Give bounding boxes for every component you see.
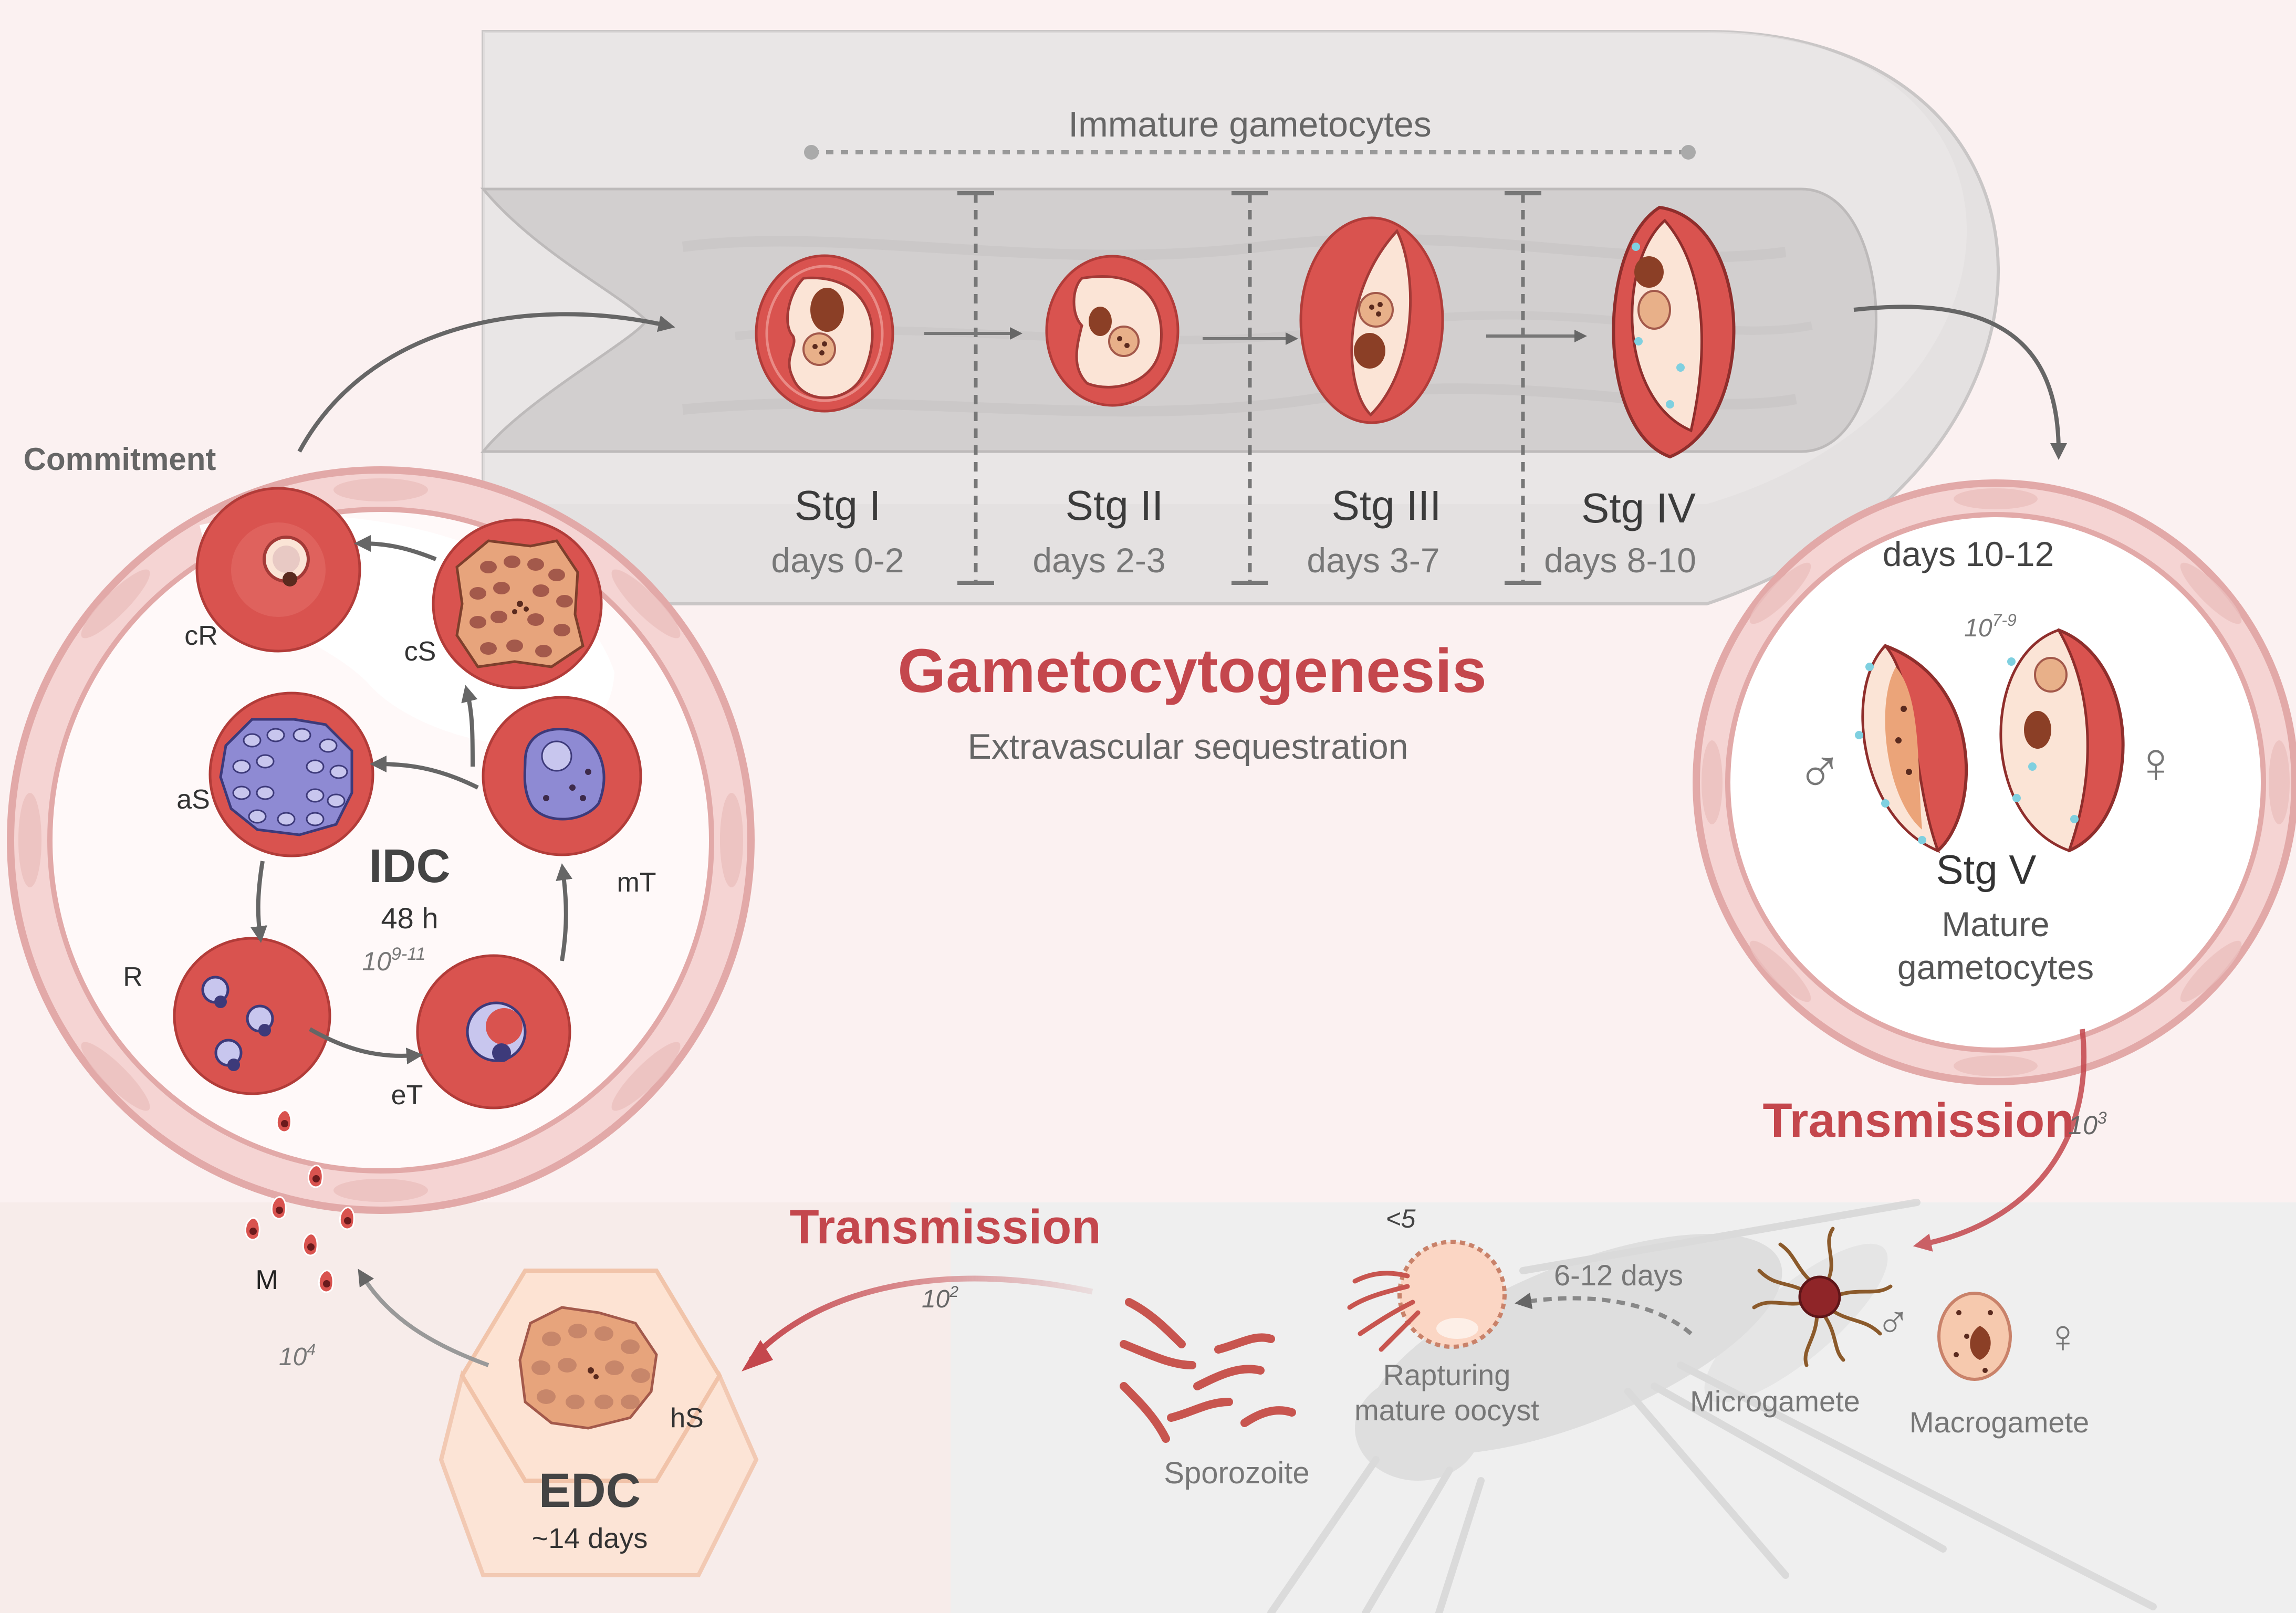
transmission-right-load: 103 [2068,1108,2107,1140]
stage-i-gametocyte [755,254,894,413]
male-gametocyte [1855,644,1968,853]
mt-label: mT [617,867,656,898]
idc-load: 109-11 [362,944,425,976]
r-cell [173,937,331,1095]
commitment-label: Commitment [24,442,216,477]
stage-ii-days: days 2-3 [1032,541,1165,580]
transmission-left-load: 102 [922,1283,958,1313]
cr-label: cR [184,621,218,651]
immature-gametocytes-bracket: Immature gametocytes [804,104,1696,160]
stage-i-label: Stg I [795,482,881,529]
edc-to-merozoite-arrow [358,1269,489,1367]
male-symbol: ♂ [1796,736,1843,806]
stage-iv-gametocyte [1612,205,1736,459]
idc-duration: 48 h [381,902,439,935]
gametocytogenesis-title: Gametocytogenesis [897,636,1486,706]
sporozoites [1120,1298,1296,1443]
stage-ii-gametocyte [1045,255,1180,407]
stage-divider-caps [957,191,1541,585]
macrogamete [1937,1292,2012,1381]
oocyst-days: 6-12 days [1554,1259,1683,1292]
commitment-arrow [297,312,675,453]
merozoites [244,1109,355,1293]
cr-cell [195,487,361,653]
female-symbol: ♀ [2134,730,2178,795]
hs-label: hS [670,1403,704,1433]
mosquito-silhouette [1267,1199,2157,1613]
microgamete [1752,1227,1893,1367]
stage-iii-gametocyte [1299,216,1444,424]
stage-v-name: Stg V [1936,846,2037,893]
stage-v-days: days 10-12 [1883,535,2054,573]
idc-cycle-arrows [251,535,572,1065]
stage-iv-label: Stg IV [1581,485,1696,531]
merozoite-label: M [255,1265,278,1295]
idc-title: IDC [369,840,451,893]
oocyst-label-line1: Rapturing [1383,1358,1511,1391]
stage-dividers [974,193,1525,583]
transmission-left-arrow [748,1275,1093,1362]
macrogamete-female-symbol: ♀ [2045,1310,2080,1362]
stage-iii-days: days 3-7 [1307,541,1439,580]
rapturing-oocyst [1347,1240,1507,1352]
edc-title: EDC [539,1464,641,1517]
sporozoite-label: Sporozoite [1164,1456,1309,1490]
six-to-twelve-days-arrow [1515,1292,1693,1336]
stage-v-desc-line1: Mature [1942,905,2049,944]
stage-names: Stg I Stg II Stg III Stg IV [795,482,1696,531]
to-stage-v-arrow [1853,305,2067,460]
edc-duration: ~14 days [532,1523,648,1554]
r-label-text: R [123,962,143,992]
transmission-right-label: Transmission [1762,1094,2074,1147]
extravascular-subtitle: Extravascular sequestration [967,727,1408,767]
stage-i-days: days 0-2 [771,541,904,580]
transmission-right-arrow [1913,1029,2087,1252]
as-label: aS [176,784,210,815]
stage-iii-label: Stg III [1332,482,1442,529]
stage-v-vessel-ring [1693,479,2296,1085]
stage-v-load: 107-9 [1964,611,2017,642]
stage-days: days 0-2 days 2-3 days 3-7 days 8-10 [771,541,1696,580]
oocyst-count: <5 [1385,1204,1415,1233]
edc-hepatocytes [439,1269,759,1577]
et-label: eT [391,1080,423,1111]
stage-v-desc-line2: gametocytes [1897,948,2094,987]
oocyst-label-line2: mature oocyst [1354,1394,1539,1427]
et-cell [416,954,571,1109]
transmission-left-label: Transmission [789,1200,1101,1254]
cs-cell [432,518,603,689]
microgamete-male-symbol: ♂ [1876,1296,1911,1348]
stage-arrows [924,327,1587,345]
cs-label: cS [404,636,436,667]
female-gametocyte [1999,628,2125,853]
microgamete-label: Microgamete [1690,1385,1860,1418]
stage-iv-days: days 8-10 [1544,541,1696,580]
stage-ii-label: Stg II [1066,482,1164,529]
as-cell [208,692,374,857]
mt-cell [482,696,642,856]
edc-load: 104 [279,1341,316,1371]
transmission-left-arrowhead [742,1340,773,1371]
macrogamete-label: Macrogamete [1909,1406,2089,1439]
immature-gametocytes-label: Immature gametocytes [1068,104,1432,144]
